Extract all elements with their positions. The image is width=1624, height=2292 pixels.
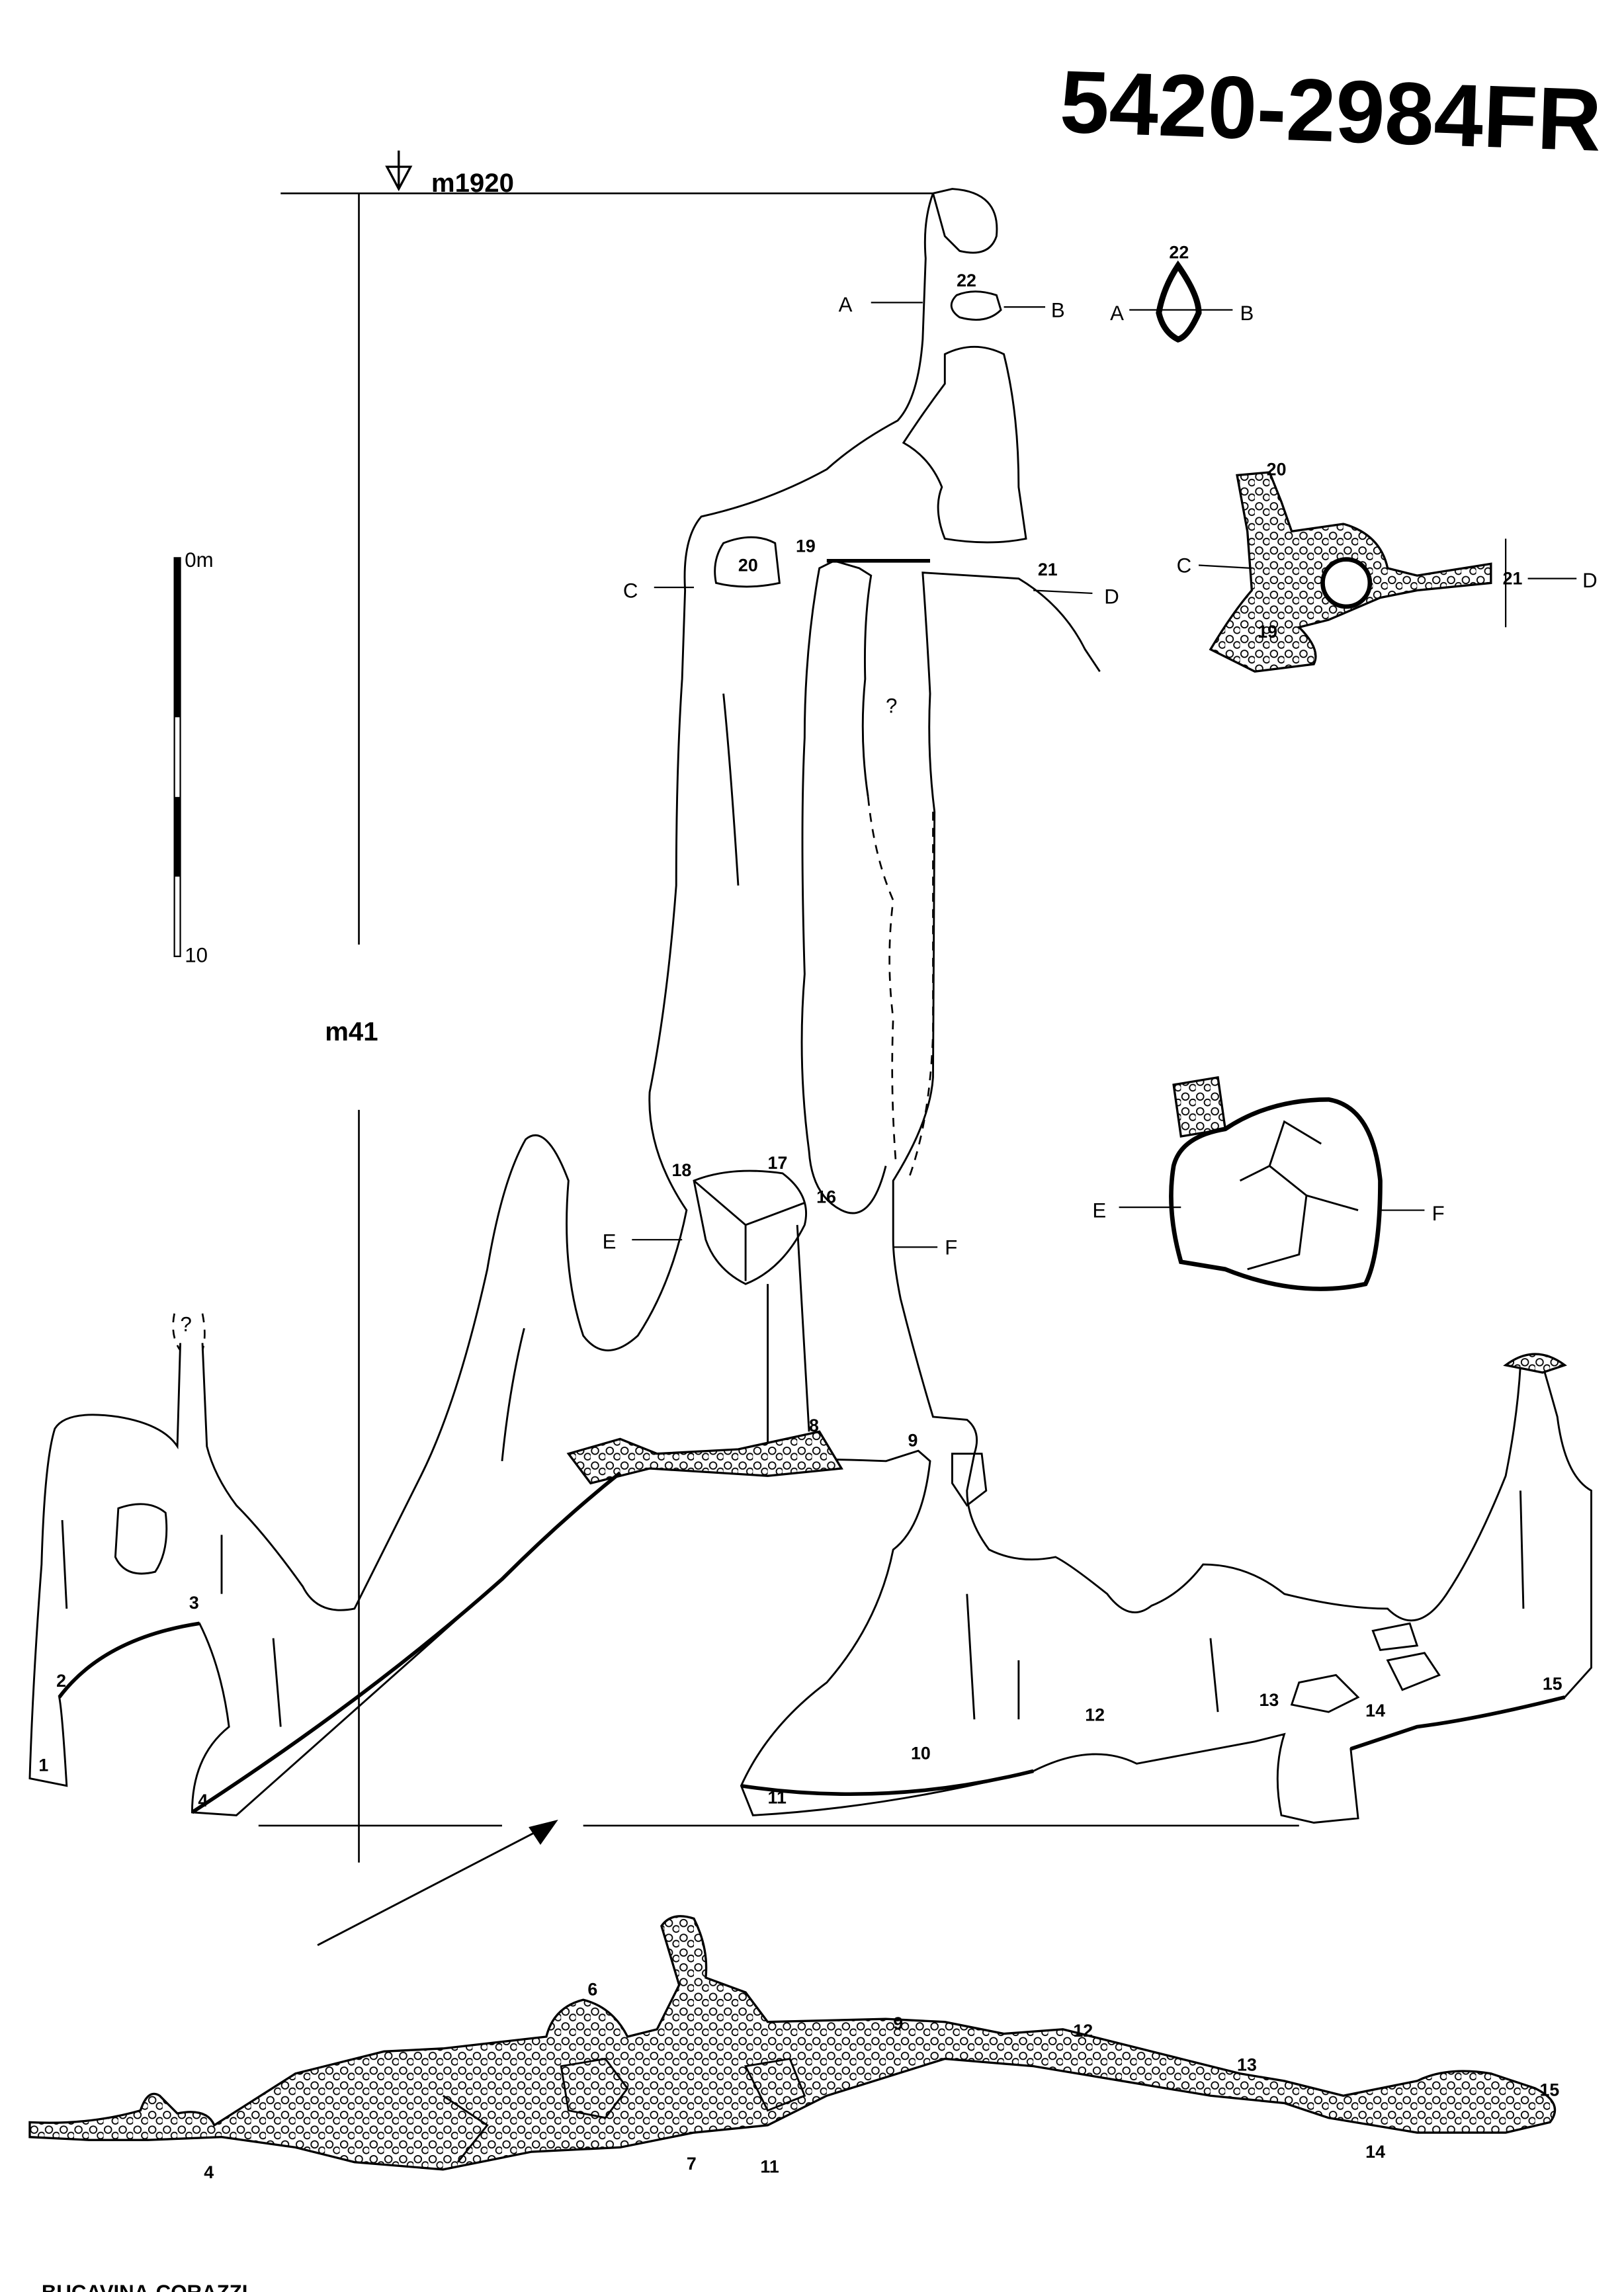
cross-ab-a-label: A — [1110, 302, 1124, 325]
section-b-label: B — [1051, 299, 1065, 322]
cross-ef-f-label: F — [1432, 1202, 1445, 1225]
station-19: 19 — [796, 536, 816, 556]
cross-cd-d-label: D — [1582, 569, 1598, 592]
station-21: 21 — [1038, 560, 1058, 579]
station-9: 9 — [908, 1431, 918, 1451]
station-13: 13 — [1260, 1690, 1279, 1710]
cross-ef-e-label: E — [1092, 1199, 1106, 1222]
unknown-passage-1: ? — [886, 695, 897, 718]
station-2: 2 — [56, 1671, 66, 1691]
station-17: 17 — [768, 1153, 788, 1173]
plan-station-7: 7 — [687, 2154, 697, 2174]
reference-lines — [258, 150, 1299, 1946]
scale-top-label: 0m — [185, 548, 213, 572]
section-d-label: D — [1104, 585, 1119, 609]
station-1: 1 — [38, 1755, 48, 1775]
scale-bottom-label: 10 — [185, 944, 208, 967]
plan-station-13: 13 — [1237, 2055, 1257, 2074]
entrance-arrow-icon — [385, 150, 413, 192]
plan-station-9: 9 — [893, 2014, 903, 2033]
plan-station-11: 11 — [760, 2156, 779, 2176]
station-18: 18 — [672, 1160, 692, 1180]
plan-station-6: 6 — [587, 1980, 597, 2000]
station-10: 10 — [911, 1744, 931, 1763]
station-20: 20 — [738, 555, 758, 575]
cave-profile — [28, 188, 1593, 1824]
station-8: 8 — [809, 1416, 819, 1435]
cross-cd-station-21: 21 — [1503, 569, 1523, 589]
section-e-label: E — [603, 1230, 617, 1253]
cross-cd-station-20: 20 — [1267, 459, 1287, 479]
station-14: 14 — [1365, 1701, 1385, 1720]
station-4: 4 — [198, 1791, 208, 1810]
cross-cd-c-label: C — [1177, 554, 1192, 577]
north-arrow-icon — [317, 1822, 554, 1946]
cave-plan — [28, 1915, 1557, 2171]
survey-title: 5420-2984FR — [1058, 52, 1603, 169]
station-11: 11 — [768, 1787, 787, 1807]
station-16: 16 — [816, 1187, 836, 1207]
cross-section-cd — [1199, 471, 1577, 673]
plan-station-14: 14 — [1365, 2142, 1385, 2162]
cross-section-ef — [1119, 1076, 1425, 1291]
station-12: 12 — [1085, 1705, 1105, 1725]
depth-label: m41 — [325, 1017, 378, 1046]
plan-station-12: 12 — [1073, 2021, 1093, 2041]
section-markers — [632, 302, 1093, 1248]
cross-cd-station-19: 19 — [1258, 622, 1277, 642]
station-22: 22 — [957, 271, 976, 290]
cross-ab-b-label: B — [1240, 302, 1254, 325]
station-15: 15 — [1543, 1674, 1562, 1694]
station-3: 3 — [189, 1593, 199, 1613]
entrance-elevation: m1920 — [431, 168, 514, 198]
plan-station-15: 15 — [1539, 2080, 1559, 2100]
section-a-label: A — [839, 293, 853, 316]
authors-label: BUCAVINA-CORAZZI — [42, 2281, 248, 2292]
section-c-label: C — [623, 579, 638, 603]
cross-section-ab — [1129, 260, 1233, 343]
scale-bar — [173, 557, 181, 957]
plan-station-4: 4 — [204, 2162, 214, 2182]
unknown-passage-2: ? — [181, 1313, 192, 1336]
section-f-label: F — [945, 1236, 957, 1259]
cross-ab-station-22: 22 — [1169, 242, 1189, 262]
